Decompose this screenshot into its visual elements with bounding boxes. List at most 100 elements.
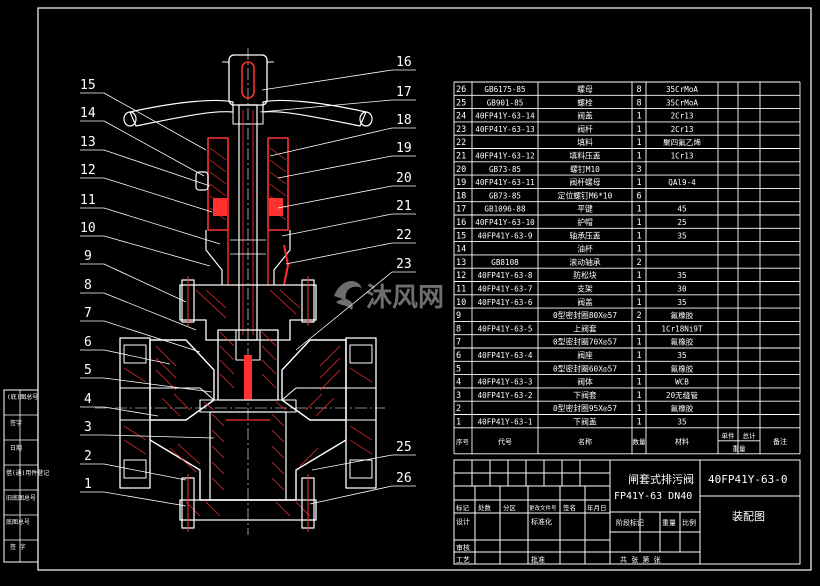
bom-cell-qty: 8 xyxy=(636,85,641,95)
bom-cell-qty: 1 xyxy=(636,418,641,428)
bom-cell-name: 阀杆螺母 xyxy=(569,177,600,187)
bom-cell-no: 4 xyxy=(456,378,461,388)
bom-cell-qty: 8 xyxy=(636,98,641,108)
drawing-title: 装配图 xyxy=(732,510,765,523)
bom-cell-code: GB1096-88 xyxy=(484,205,526,214)
bom-cell-no: 8 xyxy=(456,324,461,334)
bom-cell-name: 阀盖 xyxy=(577,111,593,121)
bom-cell-qty: 1 xyxy=(636,378,641,388)
leader-number: 1 xyxy=(84,477,92,492)
bom-cell-name: 油杯 xyxy=(577,244,593,254)
leader-number: 17 xyxy=(396,85,412,100)
leader-number: 5 xyxy=(84,363,92,378)
bom-cell-material: 35 xyxy=(677,351,686,360)
bom-cell-code: GB6175-85 xyxy=(484,85,525,94)
watermark-text: 沐风网 xyxy=(366,283,444,313)
bom-cell-no: 3 xyxy=(456,391,461,401)
leader-number: 25 xyxy=(396,440,412,455)
bom-cell-qty: 1 xyxy=(636,218,641,228)
leader-number: 11 xyxy=(80,193,96,208)
bom-cell-code: 40FP41Y-63-6 xyxy=(478,298,533,307)
bom-cell-material: 35CrMoA xyxy=(666,85,698,94)
bom-cell-qty: 1 xyxy=(636,271,641,281)
bom-cell-code: 40FP41Y-63-2 xyxy=(478,391,533,400)
bom-cell-no: 19 xyxy=(456,178,466,188)
bom-cell-no: 2 xyxy=(456,404,461,414)
leader-number: 10 xyxy=(80,221,96,236)
flanges xyxy=(119,337,377,489)
bom-cell-no: 21 xyxy=(456,152,466,162)
valve-assembly-drawing: 15 14 13 12 11 10 9 8 7 6 5 4 3 2 1 16 1… xyxy=(80,48,416,535)
bom-header-weight: 重量 xyxy=(733,445,747,453)
leader-number: 16 xyxy=(396,55,412,70)
bom-cell-material: 20无缝管 xyxy=(666,390,698,400)
bom-cell-code: 40FP41Y-63-8 xyxy=(478,271,533,280)
leader-number: 13 xyxy=(80,135,96,150)
bom-header-total-weight: 总计 xyxy=(743,431,757,440)
bom-cell-qty: 1 xyxy=(636,245,641,255)
bom-cell-material: 1Cr18Ni9T xyxy=(661,324,703,333)
bom-cell-code: 40FP41Y-63-3 xyxy=(478,378,533,387)
bom-cell-qty: 1 xyxy=(636,285,641,295)
bom-cell-code: GB901-85 xyxy=(487,98,524,107)
bom-cell-name: 螺栓 xyxy=(577,97,593,107)
leader-number: 19 xyxy=(396,141,412,156)
leader-number: 21 xyxy=(396,199,412,214)
leader-number: 2 xyxy=(84,449,92,464)
bom-cell-qty: 1 xyxy=(636,138,641,148)
bom-cell-code: 40FP41Y-63-12 xyxy=(475,152,534,161)
bom-cell-material: 1Cr13 xyxy=(671,152,694,161)
bom-cell-qty: 1 xyxy=(636,391,641,401)
bom-cell-no: 1 xyxy=(456,418,461,428)
bom-header-name: 名称 xyxy=(578,437,592,446)
leader-number: 20 xyxy=(396,171,412,186)
yoke xyxy=(195,137,291,286)
bom-cell-qty: 2 xyxy=(636,311,641,321)
side-label: 底图总号 xyxy=(6,518,30,526)
tb-date: 年月日 xyxy=(587,503,607,512)
bom-cell-qty: 1 xyxy=(636,205,641,215)
bom-cell-material: 30 xyxy=(677,285,687,294)
bom-cell-name: 阀座 xyxy=(577,350,593,360)
tb-sign: 签名 xyxy=(563,503,576,512)
bom-cell-qty: 1 xyxy=(636,324,641,334)
bom-header-code: 代号 xyxy=(498,437,512,446)
leader-numbers: 15 14 13 12 11 10 9 8 7 6 5 4 3 2 1 16 1… xyxy=(80,55,412,492)
bom-cell-code: GB73-85 xyxy=(489,191,521,200)
bom-header-unit-weight: 单件 xyxy=(722,431,736,440)
bom-cell-qty: 1 xyxy=(636,364,641,374)
leader-number: 3 xyxy=(84,420,92,435)
bom-cell-material: 35 xyxy=(677,271,686,280)
product-name: 闸套式排污阀 xyxy=(628,472,694,486)
leader-number: 6 xyxy=(84,335,92,350)
leader-lines xyxy=(80,69,416,507)
bom-cell-material: 氟橡胶 xyxy=(671,310,694,320)
bom-cell-name: 0型密封圈80X◎57 xyxy=(553,310,617,320)
tb-approve: 批准 xyxy=(531,555,545,564)
bom-cell-name: 下阀盖 xyxy=(573,417,597,427)
bom-cell-qty: 1 xyxy=(636,231,641,241)
bom-cell-qty: 1 xyxy=(636,125,641,135)
bonnet xyxy=(179,276,317,341)
bom-cell-no: 10 xyxy=(456,298,466,308)
bom-cell-no: 23 xyxy=(456,125,466,135)
bom-cell-material: 2Cr13 xyxy=(671,112,694,121)
bom-cell-code: 40FP41Y-63-4 xyxy=(478,351,533,360)
bom-cell-qty: 1 xyxy=(636,178,641,188)
bom-cell-code: 40FP41Y-63-5 xyxy=(478,324,533,333)
bom-cell-qty: 1 xyxy=(636,351,641,361)
tb-sheets: 共 张 第 张 xyxy=(620,555,661,564)
tb-standardize: 标准化 xyxy=(531,517,552,526)
handwheel xyxy=(123,99,373,127)
bom-cell-material: 氟橡胶 xyxy=(671,363,694,373)
bom-cell-qty: 1 xyxy=(636,404,641,414)
bom-header-remark: 备注 xyxy=(773,437,787,446)
bom-cell-qty: 2 xyxy=(636,258,641,268)
bom-cell-no: 5 xyxy=(456,364,461,374)
bom-cell-no: 14 xyxy=(456,245,466,255)
bom-cell-code: GB73-85 xyxy=(489,165,521,174)
bom-cell-name: 支架 xyxy=(577,284,593,294)
bom-cell-qty: 1 xyxy=(636,112,641,122)
leader-number: 7 xyxy=(84,306,92,321)
